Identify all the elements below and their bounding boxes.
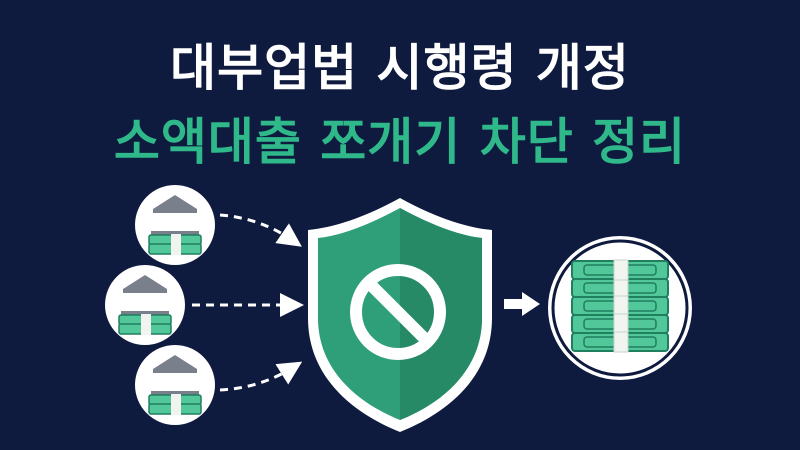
right-arrow-icon [504,292,540,316]
source-bank-2 [105,265,185,345]
dashed-arrow-3 [219,361,303,392]
headline-line-2: 소액대출 쪼개기 차단 정리 [113,113,687,171]
headline-line-1: 대부업법 시행령 개정 [170,39,630,97]
source-bank-3 [135,345,215,425]
money-stack-icon [548,236,692,380]
dashed-arrow-1 [219,213,302,247]
shield-prohibited-icon [308,198,492,432]
source-bank-1 [135,185,215,265]
